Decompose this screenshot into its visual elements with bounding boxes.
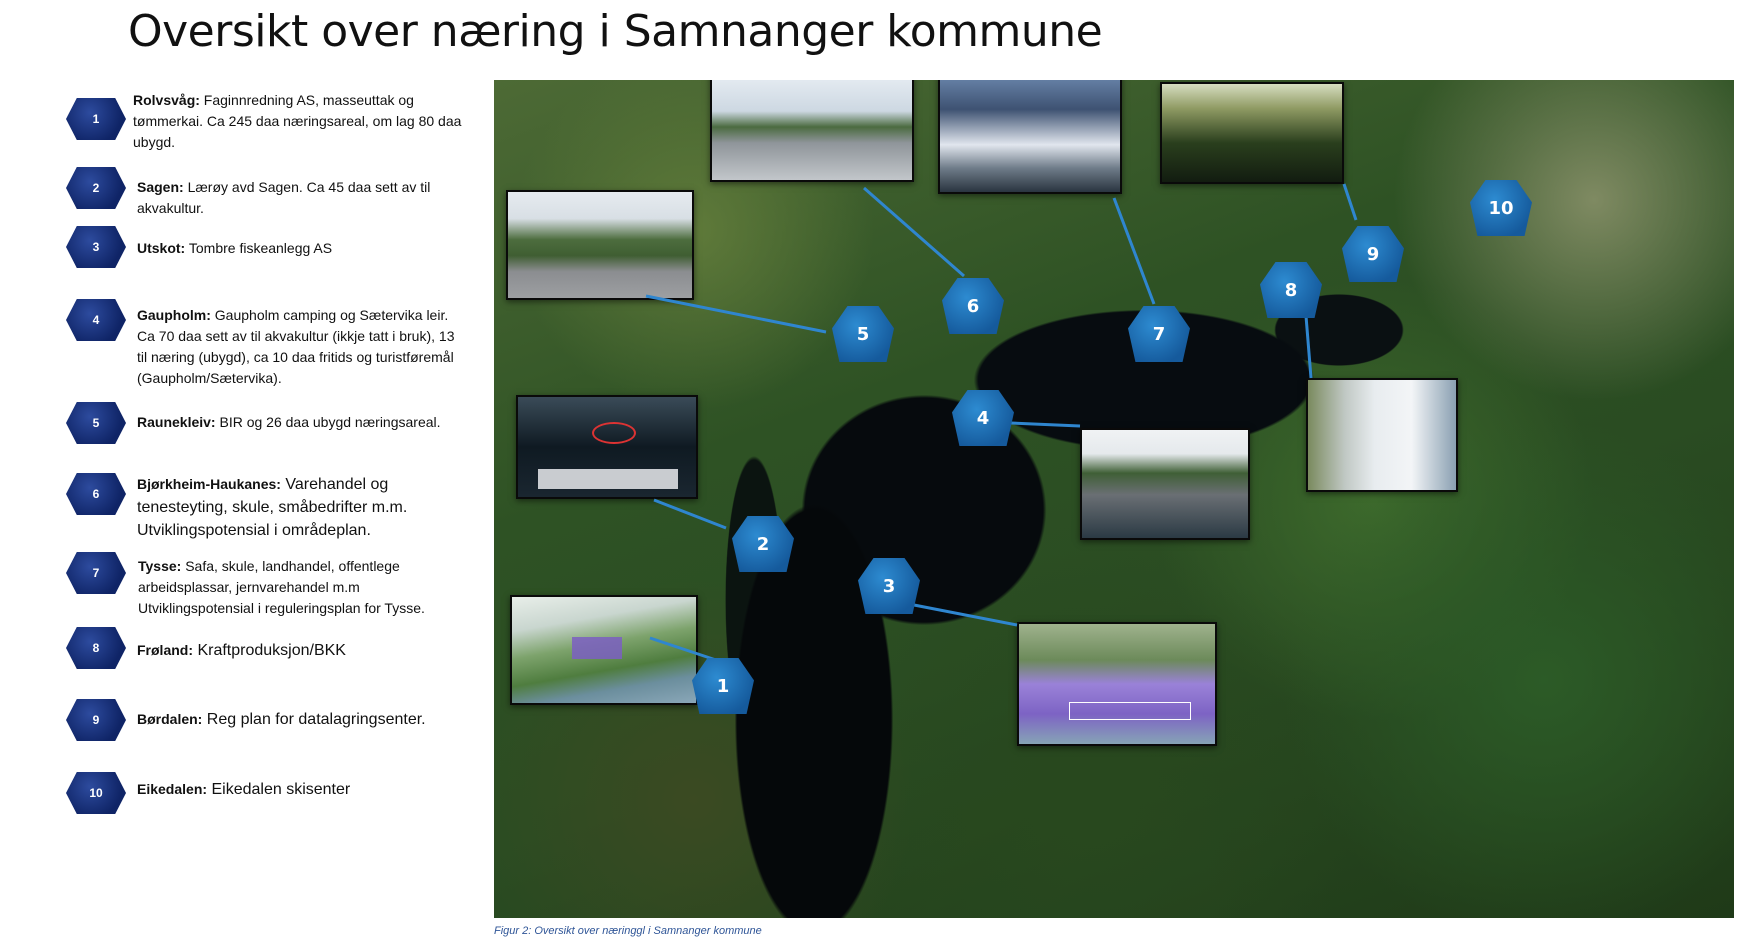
fish-farm-icon — [538, 469, 678, 489]
legend: 1 Rolvsvåg: Faginnredning AS, masseuttak… — [0, 0, 490, 949]
net-pen-icon — [592, 422, 636, 444]
connector-line-5 — [645, 294, 827, 334]
marker-hex-icon: 5 — [66, 402, 126, 444]
connector-line-3 — [913, 603, 1018, 627]
map-marker-2[interactable]: 2 — [732, 516, 794, 572]
marker-hex-icon: 8 — [66, 627, 126, 669]
connector-line-6 — [863, 186, 965, 278]
marker-hex-icon: 6 — [66, 473, 126, 515]
connector-line-9 — [1342, 183, 1358, 221]
connector-line-2 — [653, 498, 727, 530]
photo-inset-raunekleiv — [506, 190, 694, 300]
photo-inset-bjorkheim — [710, 80, 914, 182]
marker-hex-icon: 9 — [66, 699, 126, 741]
map-marker-8[interactable]: 8 — [1260, 262, 1322, 318]
marker-hex-icon: 1 — [66, 98, 126, 140]
connector-lines — [645, 183, 1358, 662]
map-marker-9[interactable]: 9 — [1342, 226, 1404, 282]
photo-inset-froland — [1306, 378, 1458, 492]
map-marker-10[interactable]: 10 — [1470, 180, 1532, 236]
photo-inset-bordalen — [1160, 82, 1344, 184]
map-marker-4[interactable]: 4 — [952, 390, 1014, 446]
planned-area-icon — [1069, 702, 1191, 720]
map-marker-5[interactable]: 5 — [832, 306, 894, 362]
marker-hex-icon: 10 — [66, 772, 126, 814]
map-marker-3[interactable]: 3 — [858, 558, 920, 614]
legend-text: Sagen: Lærøy avd Sagen. Ca 45 daa sett a… — [137, 179, 431, 216]
marker-hex-icon: 3 — [66, 226, 126, 268]
figure-caption: Figur 2: Oversikt over næringgl i Samnan… — [494, 925, 762, 937]
aerial-map: 1 2 3 4 5 6 7 8 9 10 — [494, 80, 1734, 918]
planned-area-icon — [572, 637, 622, 659]
legend-text: Utskot: Tombre fiskeanlegg AS — [137, 240, 333, 256]
photo-inset-utskot — [1017, 622, 1217, 746]
legend-text: Frøland: Kraftproduksjon/BKK — [137, 642, 346, 659]
legend-text: Rolvsvåg: Faginnredning AS, masseuttak o… — [133, 92, 462, 150]
photo-inset-sagen — [516, 395, 698, 499]
legend-text: Raunekleiv: BIR og 26 daa ubygd næringsa… — [137, 414, 441, 430]
connector-line-4 — [1010, 421, 1081, 428]
legend-text: Eikedalen: Eikedalen skisenter — [137, 781, 351, 798]
map-marker-1[interactable]: 1 — [692, 658, 754, 714]
connector-line-8 — [1304, 315, 1313, 379]
legend-text: Børdalen: Reg plan for datalagringsenter… — [137, 711, 426, 728]
marker-hex-icon: 2 — [66, 167, 126, 209]
legend-text: Bjørkheim-Haukanes: Varehandel og tenest… — [137, 476, 408, 539]
photo-inset-rolvsvag — [510, 595, 698, 705]
map-marker-7[interactable]: 7 — [1128, 306, 1190, 362]
marker-hex-icon: 4 — [66, 299, 126, 341]
photo-inset-gaupholm — [1080, 428, 1250, 540]
legend-text: Tysse: Safa, skule, landhandel, offentle… — [138, 558, 425, 616]
page-title: Oversikt over næring i Samnanger kommune — [128, 6, 1103, 57]
connector-line-7 — [1112, 197, 1156, 305]
map-marker-6[interactable]: 6 — [942, 278, 1004, 334]
photo-inset-tysse — [938, 80, 1122, 194]
legend-text: Gaupholm: Gaupholm camping og Sætervika … — [137, 307, 455, 386]
connector-line-1 — [649, 636, 717, 662]
marker-hex-icon: 7 — [66, 552, 126, 594]
